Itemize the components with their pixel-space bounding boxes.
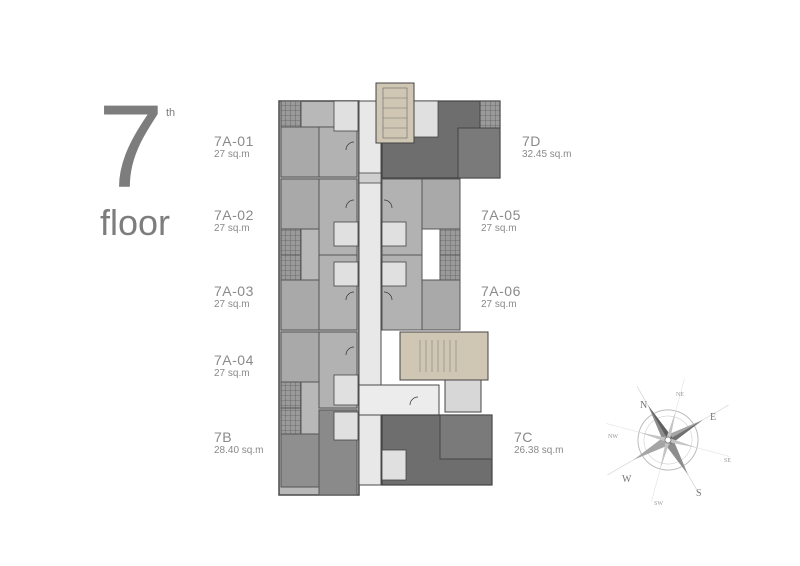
unit-area: 27 sq.m: [481, 223, 517, 234]
compass-north: N: [640, 400, 647, 411]
unit-7b-label: 7B 28.40 sq.m: [214, 429, 263, 457]
unit-7a-03-label: 7A-03 27 sq.m: [214, 283, 254, 311]
compass-ne: NE: [676, 392, 684, 398]
unit-name: 7A-02: [214, 207, 254, 223]
compass-icon: [606, 378, 730, 502]
unit-name: 7B: [214, 429, 233, 445]
floor-suffix: th: [166, 107, 176, 119]
unit-7d-label: 7D 32.45 sq.m: [522, 133, 571, 161]
floor-label: floor: [100, 202, 171, 243]
unit-name: 7A-03: [214, 283, 254, 299]
unit-7a-02-label: 7A-02 27 sq.m: [214, 207, 254, 235]
unit-7a-04-label: 7A-04 27 sq.m: [214, 352, 254, 380]
unit-name: 7A-05: [481, 207, 521, 223]
unit-area: 32.45 sq.m: [522, 149, 572, 160]
unit-name: 7A-01: [214, 133, 254, 149]
stair-north: [375, 82, 415, 144]
unit-area: 27 sq.m: [481, 299, 517, 310]
unit-name: 7A-04: [214, 352, 254, 368]
unit-7a-05-label: 7A-05 27 sq.m: [481, 207, 521, 235]
unit-area: 27 sq.m: [214, 223, 250, 234]
unit-name: 7A-06: [481, 283, 521, 299]
compass-east: E: [710, 412, 716, 423]
unit-area: 26.38 sq.m: [514, 445, 564, 456]
unit-area: 27 sq.m: [214, 149, 250, 160]
floor-number: 7: [98, 81, 164, 213]
stair-east: [399, 331, 489, 413]
unit-7a-01-label: 7A-01 27 sq.m: [214, 133, 254, 161]
unit-area: 27 sq.m: [214, 368, 250, 379]
unit-name: 7D: [522, 133, 541, 149]
unit-7a-01-room[interactable]: [280, 100, 358, 178]
compass-sw: SW: [654, 501, 663, 507]
compass-west: W: [622, 474, 632, 485]
unit-7c-label: 7C 26.38 sq.m: [514, 429, 563, 457]
compass-nw: NW: [608, 434, 618, 440]
unit-area: 28.40 sq.m: [214, 445, 264, 456]
compass-south: S: [696, 488, 702, 499]
unit-name: 7C: [514, 429, 533, 445]
compass-se: SE: [724, 458, 731, 464]
unit-area: 27 sq.m: [214, 299, 250, 310]
unit-7a-06-label: 7A-06 27 sq.m: [481, 283, 521, 311]
